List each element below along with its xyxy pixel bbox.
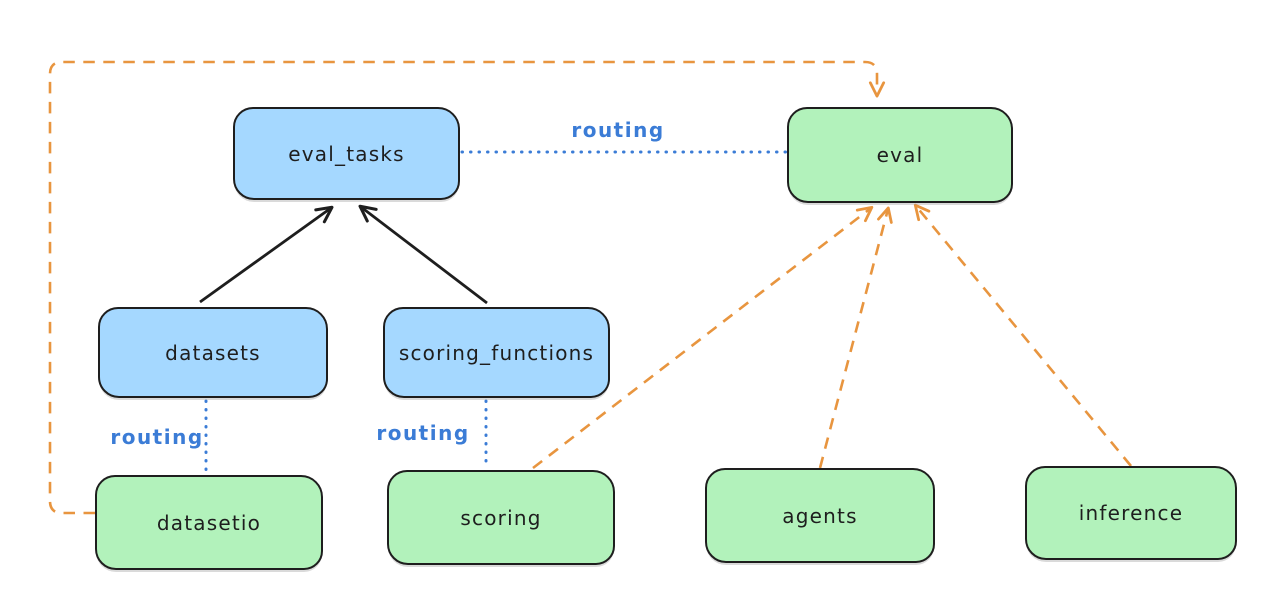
- node-datasetio-label: datasetio: [156, 510, 262, 535]
- node-inference-label: inference: [1078, 501, 1184, 525]
- node-datasets: datasets: [98, 307, 328, 398]
- node-datasets-label: datasets: [165, 340, 261, 365]
- edge-label-routing-datasets: routing: [110, 425, 204, 449]
- edge-scoring-to-eval: [532, 205, 874, 470]
- node-scoring-functions-label: scoring_functions: [398, 340, 595, 365]
- node-scoring-label: scoring: [460, 505, 542, 530]
- node-inference: inference: [1025, 466, 1237, 560]
- node-agents-label: agents: [782, 503, 858, 528]
- node-scoring: scoring: [387, 470, 615, 565]
- edge-datasets-to-eval-tasks: [199, 205, 334, 304]
- node-scoring-functions: scoring_functions: [383, 307, 610, 398]
- edge-scoring-functions-to-eval-tasks: [358, 204, 488, 305]
- node-eval-label: eval: [876, 143, 924, 167]
- edge-agents-to-eval: [818, 206, 893, 469]
- node-agents: agents: [705, 468, 935, 563]
- edge-datasetio-to-eval: [48, 60, 886, 515]
- node-eval: eval: [787, 107, 1013, 203]
- edge-label-routing-scoring: routing: [376, 421, 470, 445]
- edge-inference-to-eval: [913, 203, 1133, 467]
- node-eval-tasks: eval_tasks: [233, 107, 460, 200]
- node-eval-tasks-label: eval_tasks: [288, 141, 405, 166]
- node-datasetio: datasetio: [95, 475, 323, 570]
- edge-label-routing-top: routing: [571, 118, 665, 142]
